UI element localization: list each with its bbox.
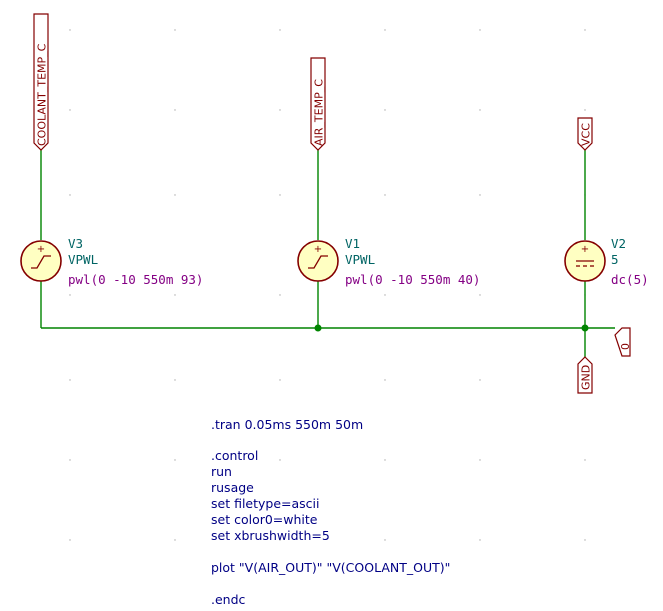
grid-dot: [69, 294, 71, 296]
spice-directives[interactable]: .tran 0.05ms 550m 50m .control run rusag…: [211, 417, 450, 607]
grid-dot: [174, 194, 176, 196]
net-label-coolant-text: COOLANT_TEMP_C: [36, 43, 49, 146]
directive-plot: plot "V(AIR_OUT)" "V(COOLANT_OUT)": [211, 560, 450, 575]
net-label-vcc-text: VCC: [580, 123, 593, 146]
grid-dot: [384, 379, 386, 381]
grid-dot: [584, 29, 586, 31]
grid-dot: [279, 29, 281, 31]
grid-dot: [279, 194, 281, 196]
grid-dot: [279, 109, 281, 111]
svg-text:+: +: [314, 244, 322, 255]
directive-color0: set color0=white: [211, 512, 318, 527]
grid-dot: [479, 29, 481, 31]
grid-dot: [279, 539, 281, 541]
dc-source-icon: +: [564, 240, 606, 282]
grid-dot: [174, 109, 176, 111]
grid-dot: [279, 379, 281, 381]
junction-dot: [314, 324, 322, 332]
grid-dot: [479, 294, 481, 296]
net-label-air-text: AIR_TEMP_C: [313, 79, 326, 146]
directive-control: .control: [211, 448, 258, 463]
net-label-coolant[interactable]: COOLANT_TEMP_C: [33, 13, 49, 151]
directive-endc: .endc: [211, 592, 246, 607]
grid-dot: [174, 539, 176, 541]
source-v3[interactable]: + V3 VPWL pwl(0 -10 550m 93): [20, 236, 203, 287]
v3-ref: V3: [68, 236, 83, 251]
grid-dot: [69, 539, 71, 541]
grid-dot: [584, 379, 586, 381]
source-v1[interactable]: + V1 VPWL pwl(0 -10 550m 40): [297, 236, 480, 287]
grid-dot: [384, 29, 386, 31]
source-v2[interactable]: + V2 5 dc(5): [564, 236, 649, 287]
directive-run: run: [211, 464, 232, 479]
grid-dot: [279, 294, 281, 296]
v1-type: VPWL: [345, 252, 375, 267]
pwl-source-icon: +: [20, 240, 62, 282]
junctions: [314, 324, 589, 332]
grid-dot: [479, 379, 481, 381]
grid-dot: [584, 459, 586, 461]
net-label-node0[interactable]: 0: [614, 327, 632, 357]
v2-value: dc(5): [611, 272, 649, 287]
junction-dot: [581, 324, 589, 332]
wires: [40, 150, 615, 357]
grid-dot: [479, 194, 481, 196]
grid-dot: [69, 459, 71, 461]
directive-filetype: set filetype=ascii: [211, 496, 320, 511]
net-label-air[interactable]: AIR_TEMP_C: [310, 57, 326, 151]
v3-type: VPWL: [68, 252, 98, 267]
v3-value: pwl(0 -10 550m 93): [68, 272, 203, 287]
directive-brushwidth: set xbrushwidth=5: [211, 528, 330, 543]
net-label-vcc[interactable]: VCC: [577, 117, 593, 151]
grid-dot: [174, 459, 176, 461]
grid-dot: [69, 109, 71, 111]
grid-dot: [279, 459, 281, 461]
grid-dot: [174, 294, 176, 296]
grid-dot: [69, 194, 71, 196]
directive-tran: .tran 0.05ms 550m 50m: [211, 417, 363, 432]
grid-dot: [479, 459, 481, 461]
net-label-gnd[interactable]: GND: [577, 356, 593, 394]
grid-dot: [174, 29, 176, 31]
grid-dot: [384, 539, 386, 541]
grid-dot: [384, 294, 386, 296]
v2-type: 5: [611, 252, 619, 267]
v2-ref: V2: [611, 236, 626, 251]
svg-text:+: +: [581, 244, 589, 255]
grid-dot: [479, 109, 481, 111]
v1-value: pwl(0 -10 550m 40): [345, 272, 480, 287]
grid-dot: [584, 109, 586, 111]
v1-ref: V1: [345, 236, 360, 251]
grid-dot: [384, 109, 386, 111]
grid-dot: [479, 539, 481, 541]
pwl-source-icon: +: [297, 240, 339, 282]
grid-dot: [69, 29, 71, 31]
grid-dot: [584, 539, 586, 541]
net-label-gnd-text: GND: [580, 365, 593, 390]
net-label-node0-text: 0: [619, 343, 632, 350]
grid-dot: [69, 379, 71, 381]
grid-dots: [69, 29, 586, 541]
grid-dot: [384, 194, 386, 196]
directive-rusage: rusage: [211, 480, 254, 495]
grid-dot: [384, 459, 386, 461]
grid-dot: [174, 379, 176, 381]
svg-text:+: +: [37, 244, 45, 255]
